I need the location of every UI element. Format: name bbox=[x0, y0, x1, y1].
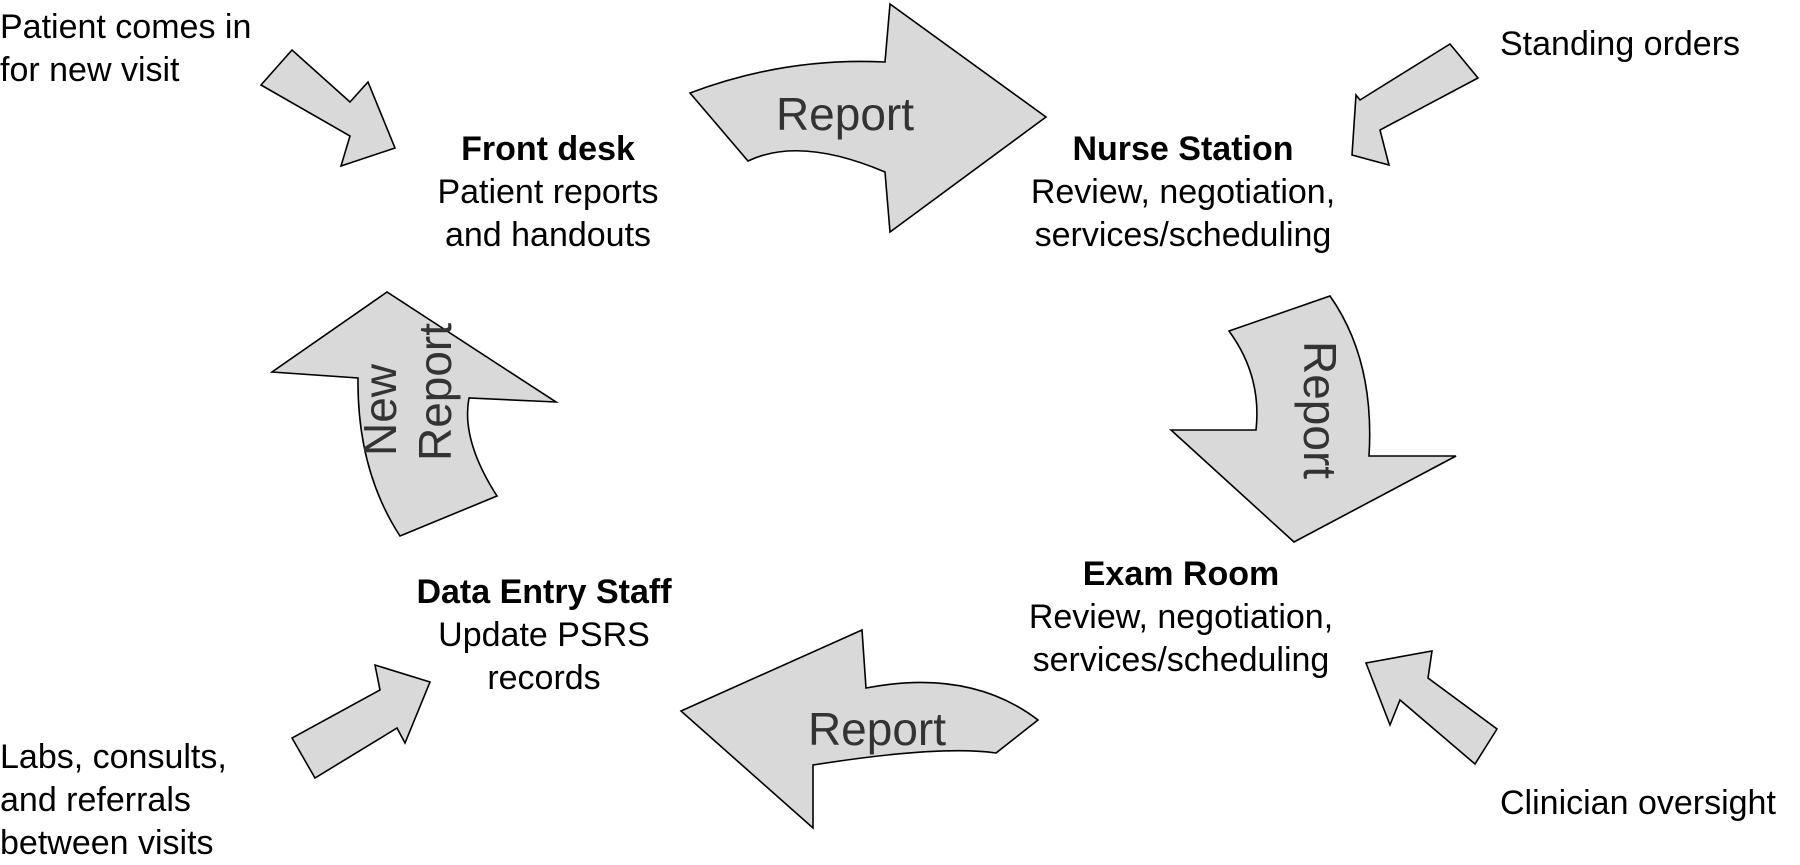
report-arrow-right-label: Report bbox=[1294, 341, 1346, 479]
report-arrow-bottom bbox=[679, 628, 1040, 830]
nurse-station-node: Nurse Station Review, negotiation, servi… bbox=[1003, 128, 1363, 257]
front-desk-line-2: and handouts bbox=[444, 216, 652, 254]
nurse-station-line-2: services/scheduling bbox=[1034, 216, 1332, 254]
nurse-station-title: Nurse Station bbox=[1072, 130, 1294, 168]
input-labs-line-2: and referrals bbox=[0, 781, 191, 819]
input-patient-new-visit: Patient comes in for new visit bbox=[0, 6, 251, 92]
new-report-arrow-left bbox=[269, 291, 559, 537]
data-entry-staff-line-2: records bbox=[487, 659, 601, 697]
input-arrow-bottom-left bbox=[290, 663, 432, 780]
report-arrow-top-label: Report bbox=[776, 88, 914, 140]
exam-room-line-1: Review, negotiation, bbox=[1028, 598, 1334, 636]
report-arrow-top bbox=[688, 2, 1048, 234]
front-desk-title: Front desk bbox=[461, 130, 635, 168]
new-report-arrow-line2: Report bbox=[409, 323, 461, 461]
new-report-arrow-line1: New bbox=[354, 363, 406, 456]
front-desk-node: Front desk Patient reports and handouts bbox=[398, 128, 698, 257]
report-arrow-right bbox=[1168, 295, 1457, 543]
data-entry-staff-node: Data Entry Staff Update PSRS records bbox=[374, 571, 714, 700]
nurse-station-line-1: Review, negotiation, bbox=[1030, 173, 1336, 211]
input-labs-consults-referrals: Labs, consults, and referrals between vi… bbox=[0, 736, 227, 865]
input-arrow-top-left bbox=[259, 48, 397, 168]
input-clinician-oversight-line-1: Clinician oversight bbox=[1500, 784, 1776, 822]
data-entry-staff-line-1: Update PSRS bbox=[438, 616, 650, 654]
input-standing-orders: Standing orders bbox=[1500, 23, 1740, 66]
data-entry-staff-title: Data Entry Staff bbox=[416, 573, 672, 611]
input-labs-line-1: Labs, consults, bbox=[0, 738, 227, 776]
input-labs-line-3: between visits bbox=[0, 824, 214, 862]
exam-room-line-2: services/scheduling bbox=[1032, 641, 1330, 679]
input-patient-new-visit-line-1: Patient comes in bbox=[0, 8, 252, 46]
front-desk-line-1: Patient reports bbox=[437, 173, 659, 211]
input-arrow-top-right bbox=[1351, 42, 1480, 167]
report-arrow-bottom-label: Report bbox=[808, 703, 946, 755]
input-standing-orders-line-1: Standing orders bbox=[1500, 25, 1741, 63]
exam-room-node: Exam Room Review, negotiation, services/… bbox=[1001, 553, 1361, 682]
exam-room-title: Exam Room bbox=[1082, 555, 1280, 593]
input-arrow-bottom-right bbox=[1364, 650, 1499, 766]
input-clinician-oversight: Clinician oversight bbox=[1500, 782, 1776, 825]
input-patient-new-visit-line-2: for new visit bbox=[0, 51, 180, 89]
